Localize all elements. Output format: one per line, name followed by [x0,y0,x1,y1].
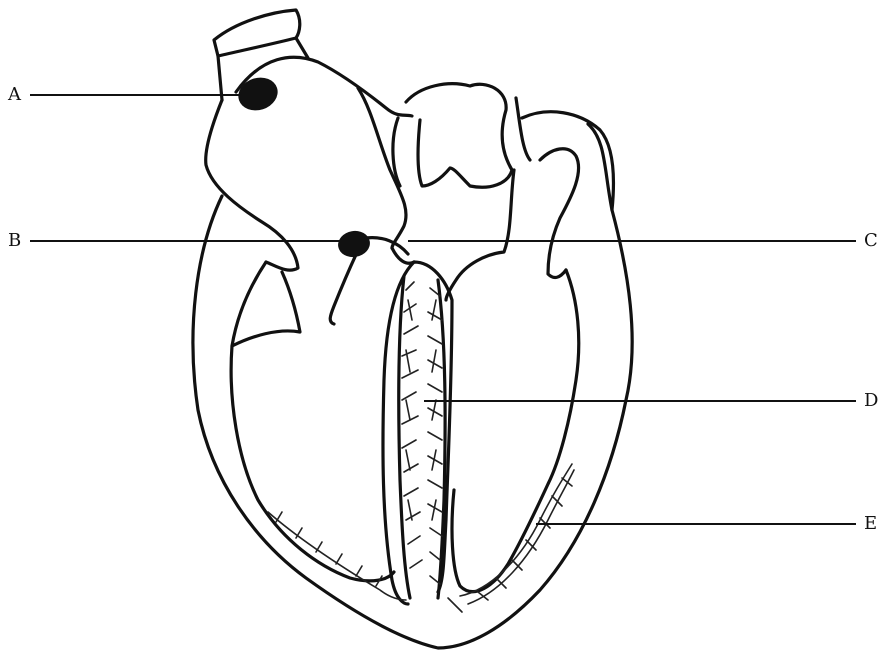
bundle-of-his [366,238,408,254]
pulmonary-trunk [393,84,512,187]
interatrial-wall [358,88,406,248]
septum-inner-left [399,276,410,598]
label-d: D [864,392,878,410]
av-node [336,228,372,259]
purkinje-fibers [268,282,574,612]
label-e: E [864,515,877,533]
right-atrium-wall [206,100,298,270]
left-ventricle-wall [452,270,579,592]
label-c: C [864,232,878,250]
label-a: A [8,86,21,104]
left-atrium-wall [446,170,514,300]
aorta [516,98,614,277]
label-b: B [8,232,21,250]
tricuspid-flap [232,262,300,346]
